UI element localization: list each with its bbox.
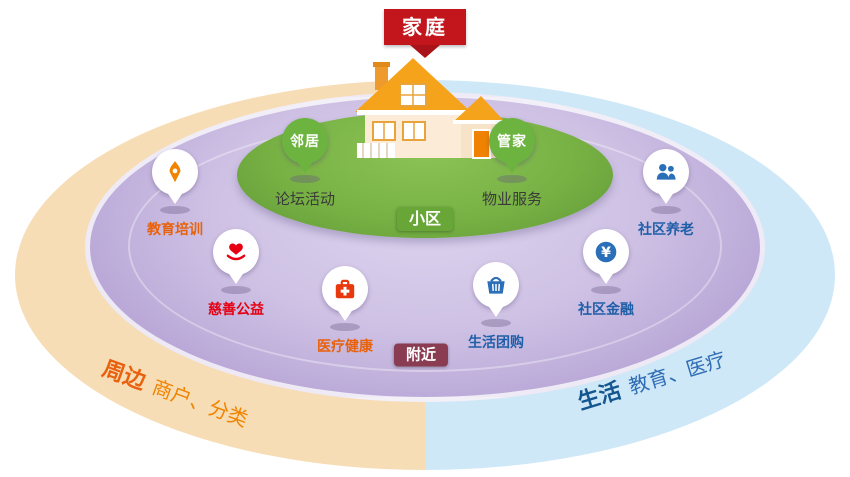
neighbor-pin-label: 邻居 [289, 134, 320, 150]
service-group-medical: 医疗健康 [317, 266, 373, 356]
finance-label: 社区金融 [578, 302, 634, 318]
pin-shadow [651, 206, 681, 214]
basket-icon [487, 276, 505, 294]
family-ribbon: 家庭 [384, 9, 466, 45]
pin-shadow [496, 175, 527, 183]
medkit-icon [335, 279, 355, 299]
elderly-label: 社区养老 [638, 222, 694, 238]
pin-shadow [481, 319, 511, 327]
service-group-education: 教育培训 [147, 149, 203, 239]
house-illustration [355, 58, 505, 159]
groupbuy-pin [473, 262, 519, 308]
pin-shadow [330, 323, 360, 331]
butler-pin-label: 管家 [496, 134, 527, 150]
service-group-elderly: 社区养老 [638, 149, 694, 239]
finance-pin: ¥ [583, 229, 629, 275]
butler-pin: 管家 [488, 118, 535, 164]
neighbor-pin-group: 邻居 论坛活动 [275, 118, 335, 209]
butler-pin-group: 管家 物业服务 [482, 118, 542, 209]
people-icon [656, 163, 676, 180]
nearby-tag: 附近 [393, 343, 449, 367]
family-label: 家庭 [402, 15, 448, 39]
charity-pin [213, 229, 259, 275]
pin-shadow [221, 286, 251, 294]
service-group-finance: ¥ 社区金融 [578, 229, 634, 319]
elderly-pin [643, 149, 689, 195]
yen-coin-icon: ¥ [595, 241, 617, 263]
community-tag: 小区 [396, 207, 454, 231]
heart-hands-icon [226, 243, 246, 261]
pin-shadow [591, 286, 621, 294]
medical-pin [322, 266, 368, 312]
neighbor-pin: 邻居 [281, 118, 328, 164]
butler-sub-label: 物业服务 [481, 190, 543, 208]
education-pin [152, 149, 198, 195]
neighbor-sub-label: 论坛活动 [274, 190, 336, 208]
pin-shadow [160, 206, 190, 214]
groupbuy-label: 生活团购 [468, 335, 524, 351]
education-label: 教育培训 [147, 222, 203, 238]
service-group-charity: 慈善公益 [208, 229, 264, 319]
charity-label: 慈善公益 [208, 302, 264, 318]
medical-label: 医疗健康 [317, 339, 373, 355]
pen-icon [169, 161, 181, 183]
pin-shadow [289, 175, 320, 183]
svg-text:¥: ¥ [601, 245, 611, 261]
service-group-groupbuy: 生活团购 [468, 262, 524, 352]
